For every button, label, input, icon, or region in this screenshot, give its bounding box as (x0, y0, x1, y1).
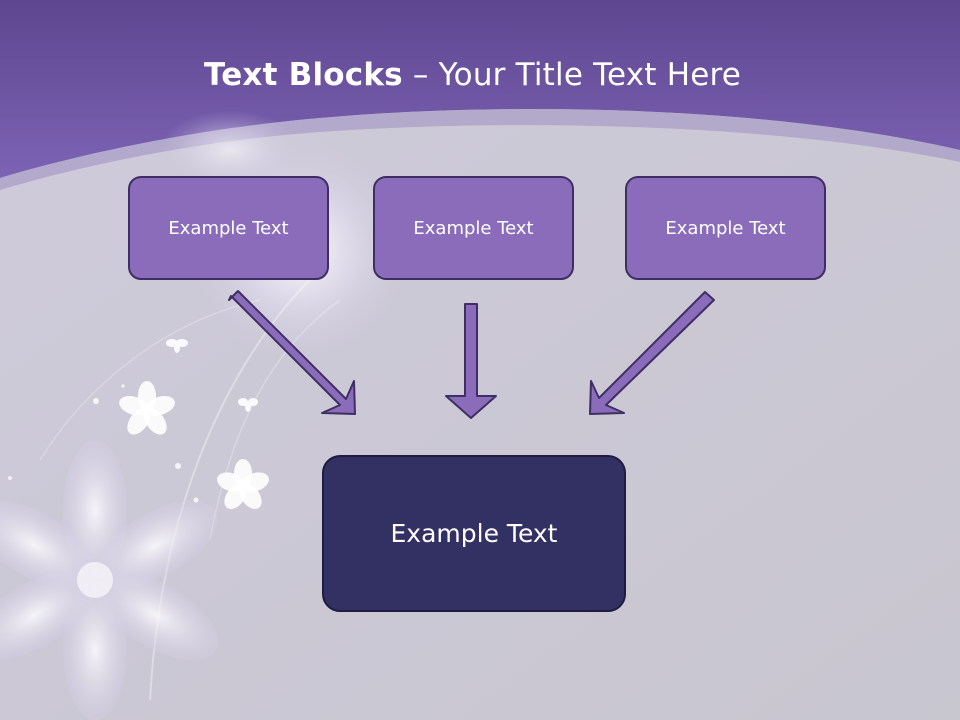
page-title: Text Blocks – Your Title Text Here (0, 54, 945, 96)
source-box-center[interactable]: Example Text (373, 176, 574, 280)
source-box-right-label: Example Text (665, 217, 786, 239)
title-bold: Text Blocks (203, 57, 403, 93)
arrow-right-diagonal (589, 291, 715, 415)
source-box-left-label: Example Text (168, 217, 289, 239)
target-box-label: Example Text (390, 519, 558, 548)
arrow-center-down (445, 303, 497, 419)
source-box-left[interactable]: Example Text (128, 176, 329, 280)
source-box-right[interactable]: Example Text (625, 176, 826, 280)
source-box-center-label: Example Text (413, 217, 534, 239)
title-rest: – Your Title Text Here (402, 57, 742, 93)
target-box[interactable]: Example Text (322, 455, 626, 612)
arrow-left-diagonal (228, 290, 356, 415)
